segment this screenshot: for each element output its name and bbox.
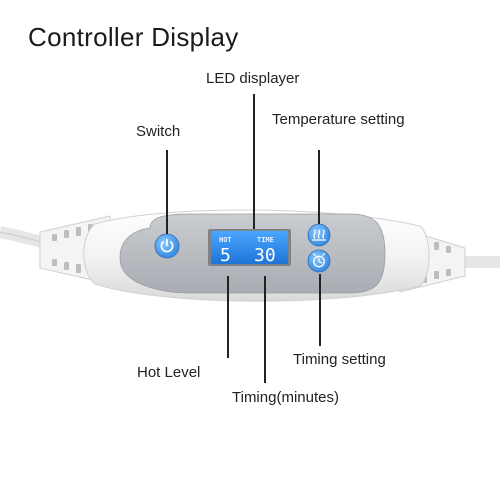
heat-waves-icon [311, 229, 327, 241]
clock-icon [313, 253, 325, 268]
temperature-setting-button[interactable] [307, 223, 331, 247]
timing-setting-button[interactable] [307, 249, 331, 273]
power-icon [160, 238, 174, 253]
label-timing-minutes: Timing(minutes) [232, 389, 339, 406]
label-switch: Switch [136, 123, 181, 140]
label-temperature-setting: Temperature setting [272, 111, 405, 128]
label-hot-level: Hot Level [137, 364, 201, 381]
hot-indicator-label: HOT [219, 236, 232, 244]
hot-level-value: 5 [220, 245, 231, 266]
label-timing-setting: Timing setting [293, 351, 386, 368]
led-display: HOT TIME 5 30 [208, 229, 291, 266]
time-indicator-label: TIME [257, 236, 274, 244]
label-led-displayer: LED displayer [206, 70, 300, 87]
timing-value: 30 [254, 245, 276, 266]
switch-button[interactable] [154, 233, 180, 259]
page-title: Controller Display [28, 22, 239, 52]
